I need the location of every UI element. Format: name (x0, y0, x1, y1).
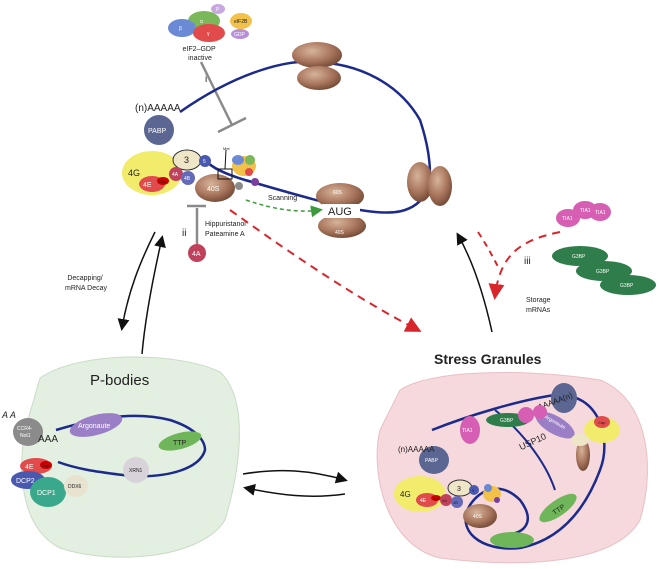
arrow-sg-to-pbody (243, 483, 346, 497)
ribosome-top (292, 42, 342, 90)
arrow-decay-up (141, 235, 166, 355)
arrow-decay-down (117, 231, 156, 331)
pbody-argonaute-label: Argonaute (78, 423, 110, 430)
pbody-aaa-label: AAA (38, 434, 58, 445)
sg-title: Stress Granules (434, 351, 542, 367)
arrow-pbody-to-sg (242, 469, 348, 484)
eif3-label: 3 (184, 155, 189, 165)
inhibition-bar-i (199, 61, 247, 134)
sg-polya-left: (n)AAAAA (398, 445, 435, 454)
eif2-p-label: P (216, 7, 220, 13)
initiation-complex: PABP 3 5 4G 4E Cap 4A 4B 40S Met (122, 115, 259, 202)
roman-ii: ii (182, 228, 186, 239)
free-eif4a (188, 244, 206, 262)
g3bp-label-1: G3BP (572, 254, 586, 260)
tia1-label-1: TIA1 (562, 216, 573, 222)
aug-codon: AUG (328, 206, 352, 218)
eif2b-label: eIF2B (234, 19, 248, 25)
met-label: Met (223, 146, 231, 151)
decapping-label: Decapping/ mRNA Decay (65, 275, 108, 292)
sg-4b-label: 4B (453, 500, 458, 505)
sg-4g-label: 4G (400, 490, 411, 499)
sg-3-label: 3 (457, 486, 461, 493)
eif2-caption-line2: inactive (188, 55, 212, 62)
eif4g-label: 4G (128, 168, 140, 178)
arrow-iii (488, 231, 561, 300)
ribosome-40s-label: 40S (335, 230, 345, 236)
dcp2-label: DCP2 (16, 478, 35, 485)
polya-top: (n)AAAAA (135, 103, 181, 114)
sg-4a-label: 4A (442, 498, 447, 503)
sg-40s-label: 40S (473, 514, 483, 520)
eif4e-label: 4E (143, 182, 152, 189)
eif2-caption-line1: eIF2–GDP (183, 46, 216, 53)
cap-label: Cap (159, 179, 167, 184)
sg-proteins: AAAAA(n) Cap Argonaute G3BP USP10 TTP TI… (394, 383, 620, 548)
storage-line2: mRNAs (526, 307, 551, 314)
g3bp-label-2: G3BP (596, 269, 610, 275)
eif2-alpha-label: α (200, 19, 203, 25)
eif2-gamma-label: γ (207, 31, 210, 37)
scanning-arrow (245, 199, 323, 218)
scanning-label: Scanning (268, 195, 297, 202)
ddx6-label: DDX6 (68, 484, 82, 490)
dcp1-label: DCP1 (37, 490, 56, 497)
decapping-line2: mRNA Decay (65, 285, 108, 292)
inhibitor-hippuristanol: Hippuristanol (205, 221, 246, 228)
roman-i: i (205, 74, 207, 85)
pabp-label: PABP (148, 128, 166, 135)
g3bp-cluster: G3BP G3BP G3BP (552, 246, 656, 295)
eif4a-label: 4A (172, 172, 179, 178)
sg-cap-right-label: Cap (598, 420, 606, 425)
inhibition-bar-ii (187, 204, 206, 244)
mrna-pbody (55, 414, 207, 478)
arrow-to-stress-granules (229, 209, 422, 332)
eif2-caption: eIF2–GDP inactive (183, 46, 218, 62)
subunit-40s-label: 40S (207, 186, 220, 193)
pbody-cap-label: Cap (42, 463, 50, 468)
gdp-label: GDP (234, 32, 246, 38)
ccr4-line1: CCR4- (17, 426, 33, 432)
tia1-label-3: TIA1 (595, 210, 606, 216)
storage-label: Storage mRNAs (526, 297, 552, 314)
pbody-ttp-label: TTP (173, 440, 187, 447)
pbodies-fragment: A A (1, 410, 16, 420)
inhibitors-label: Hippuristanol Pateamine A (205, 221, 248, 238)
tia1-cluster: TIA1 TIA1 TIA1 (556, 201, 611, 227)
sg-pabp-label: PABP (425, 458, 439, 464)
ribosome-aug: 60S 40S AUG (316, 183, 366, 238)
roman-iii: iii (524, 256, 531, 267)
p-bodies-region (21, 356, 240, 558)
sg-5-label: 5 (472, 488, 475, 493)
decapping-line1: Decapping/ (67, 275, 102, 282)
ccr4-line2: Not1 (20, 433, 31, 439)
eif2-beta-label: β (179, 26, 182, 32)
eif5-label: 5 (203, 159, 206, 165)
sg-4e-label: 4E (420, 498, 427, 504)
arrow-sg-to-translation (456, 232, 493, 333)
ribosome-60s-label: 60S (333, 190, 343, 196)
tia1-label-2: TIA1 (580, 208, 591, 214)
sg-tia1-label: TIA1 (462, 428, 473, 434)
xrn1-label: XRN1 (129, 468, 143, 474)
pbody-proteins: CCR4- Not1 Argonaute AAA TTP XRN1 4E Cap… (11, 413, 202, 507)
inhibitor-pateamine: Pateamine A (205, 231, 245, 238)
sg-cap-label: Cap (433, 497, 439, 501)
arrow-iii-short (477, 231, 501, 271)
pbody-4e-label: 4E (25, 464, 34, 471)
ccr4-label: CCR4- Not1 (17, 426, 34, 439)
free-eif4a-label: 4A (192, 251, 201, 258)
sg-g3bp-label: G3BP (500, 418, 514, 424)
pbodies-title: P-bodies (90, 372, 149, 389)
eif4b-label: 4B (184, 176, 191, 182)
ribosome-right (407, 162, 452, 206)
storage-line1: Storage (526, 297, 551, 304)
stress-granule-region (376, 372, 648, 564)
g3bp-label-3: G3BP (620, 283, 634, 289)
eif2-complex: α β γ P eIF2B GDP (168, 4, 252, 42)
